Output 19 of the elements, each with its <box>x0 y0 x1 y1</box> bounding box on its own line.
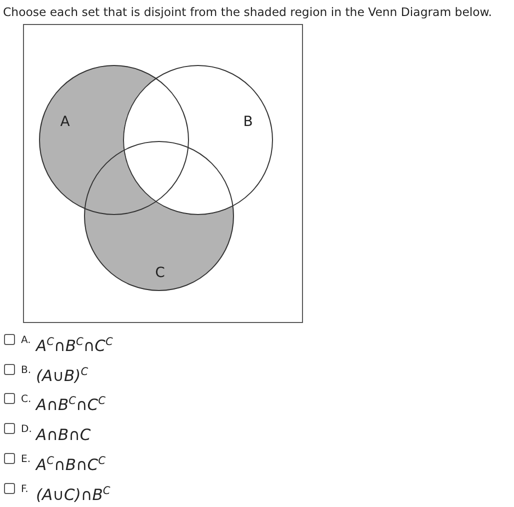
option-letter: D. <box>21 424 32 436</box>
set-circle <box>123 65 273 215</box>
set-label: B <box>243 114 253 130</box>
set-label: A <box>60 114 70 130</box>
answer-option: (A∪B)$^{C}$ <box>36 366 88 385</box>
question-text: Choose each set that is disjoint from the shaded region in the Venn Diagram below. <box>3 5 492 19</box>
answer-option: A$^{C}$∩B∩C$^{C}$ <box>36 456 106 474</box>
answer-option: A$^{C}$∩B$^{C}$∩C$^{C}$ <box>36 337 113 355</box>
set-circle <box>39 65 189 215</box>
option-letter: F. <box>21 484 28 496</box>
option-letter: C. <box>21 394 32 406</box>
set-label: C <box>155 265 165 281</box>
answer-option: A∩B∩C <box>36 426 91 444</box>
answer-option: (A∪C)∩B$^{C}$ <box>36 486 110 504</box>
set-circle <box>84 141 234 291</box>
option-letter: E. <box>21 454 30 466</box>
option-letter: B. <box>21 364 32 377</box>
answer-option: A∩B$^{C}$∩C$^{C}$ <box>36 396 106 414</box>
option-letter: A. <box>21 335 31 347</box>
